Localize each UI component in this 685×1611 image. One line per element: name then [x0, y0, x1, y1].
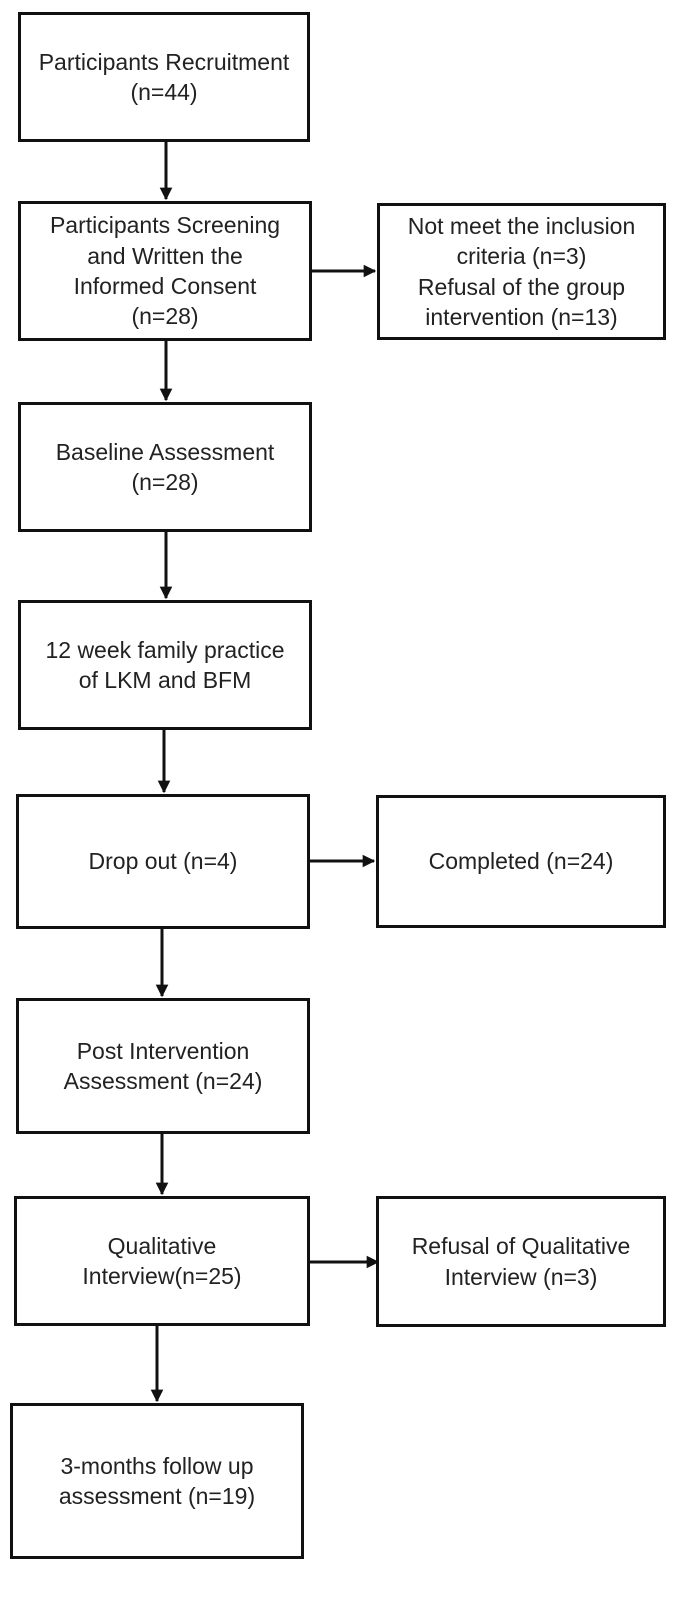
node-drop-out: Drop out (n=4)	[16, 794, 310, 929]
node-text: intervention (n=13)	[425, 303, 618, 330]
node-text: Drop out (n=4)	[88, 848, 238, 875]
node-text: Refusal of Qualitative	[411, 1233, 631, 1260]
node-text: 12 week family practice	[45, 636, 285, 663]
node-qualitative-interview: Qualitative Interview(n=25)	[14, 1196, 310, 1326]
node-text: (n=44)	[130, 79, 198, 105]
node-participants-recruitment: Participants Recruitment (n=44)	[18, 12, 310, 142]
node-text: 3-months follow up	[60, 1452, 254, 1479]
node-text: Participants Recruitment	[38, 48, 290, 75]
node-follow-up-assessment: 3-months follow up assessment (n=19)	[10, 1403, 304, 1559]
node-text: (n=28)	[131, 469, 199, 495]
node-text: (n=28)	[131, 303, 199, 330]
node-text: Qualitative	[107, 1232, 217, 1259]
node-text: Interview (n=3)	[444, 1263, 598, 1290]
node-completed: Completed (n=24)	[376, 795, 666, 928]
node-text: Refusal of the group	[417, 273, 626, 300]
node-text: Participants Screening	[49, 212, 281, 239]
node-post-intervention: Post Intervention Assessment (n=24)	[16, 998, 310, 1134]
node-text: Assessment (n=24)	[63, 1068, 263, 1094]
node-family-practice: 12 week family practice of LKM and BFM	[18, 600, 312, 730]
node-text: Not meet the inclusion	[407, 212, 636, 239]
node-text: criteria (n=3)	[456, 243, 587, 270]
node-text: Baseline Assessment	[55, 438, 275, 465]
node-text: Completed (n=24)	[428, 848, 614, 875]
node-text: assessment (n=19)	[58, 1483, 256, 1509]
node-text: Informed Consent	[73, 273, 257, 299]
node-participants-screening: Participants Screening and Written the I…	[18, 201, 312, 341]
node-text: of LKM and BFM	[78, 667, 252, 693]
node-text: Interview(n=25)	[82, 1263, 242, 1289]
node-excluded: Not meet the inclusion criteria (n=3) Re…	[377, 203, 666, 340]
node-text: Post Intervention	[76, 1037, 250, 1064]
node-text: and Written the	[87, 242, 243, 269]
node-refusal-qualitative: Refusal of Qualitative Interview (n=3)	[376, 1196, 666, 1327]
node-baseline-assessment: Baseline Assessment (n=28)	[18, 402, 312, 532]
